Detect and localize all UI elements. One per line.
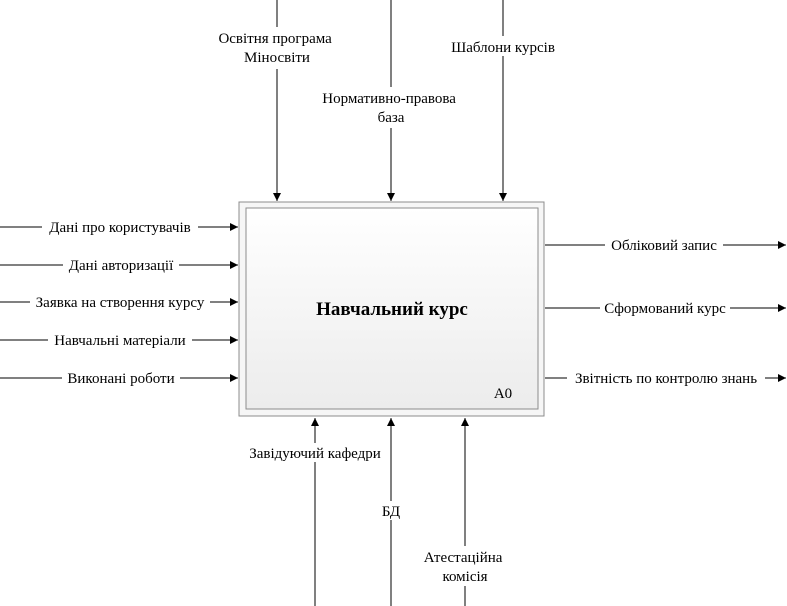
- control-label-1: Освітня програма Міносвіти: [218, 31, 335, 66]
- activity-number: A0: [494, 386, 512, 402]
- mechanism-label-2: БД: [382, 504, 400, 520]
- input-label-2: Дані авторизації: [69, 258, 174, 274]
- mechanism-label-3: Атестаційна комісія: [424, 550, 506, 585]
- activity-box[interactable]: Навчальний курс A0: [238, 201, 545, 417]
- mechanism-label-1: Завідуючий кафедри: [249, 446, 381, 462]
- input-label-3: Заявка на створення курсу: [36, 295, 205, 311]
- control-label-2: Нормативно-правова база: [322, 91, 459, 126]
- input-label-5: Виконані роботи: [67, 371, 174, 387]
- output-label-1: Обліковий запис: [611, 238, 717, 254]
- input-label-1: Дані про користувачів: [49, 220, 190, 236]
- input-label-4: Навчальні матеріали: [54, 333, 185, 349]
- control-label-3: Шаблони курсів: [451, 40, 555, 56]
- activity-title: Навчальний курс: [316, 299, 468, 320]
- output-label-2: Сформований курс: [604, 301, 726, 317]
- output-label-3: Звітність по контролю знань: [575, 371, 757, 387]
